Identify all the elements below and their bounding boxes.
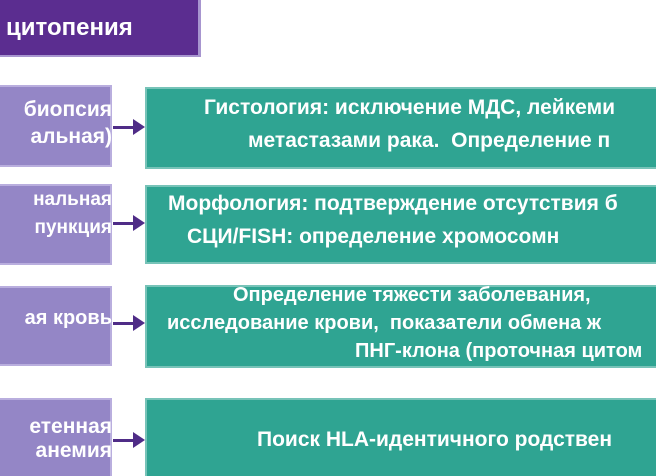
source-box-label: пункция xyxy=(34,217,112,238)
source-box-label: анемия xyxy=(35,439,112,462)
flow-arrow-icon xyxy=(113,215,145,231)
result-box-text: СЦИ/FISH: определение хромосомн xyxy=(187,225,560,248)
result-box-text: Гистология: исключение МДС, лейкеми xyxy=(204,96,616,119)
title-banner: цитопения xyxy=(0,0,201,57)
result-box-text: ПНГ-клона (проточная цитом xyxy=(355,340,643,362)
arrow-head xyxy=(133,215,145,231)
result-box-text: Морфология: подтверждение отсутствия б xyxy=(168,192,618,215)
result-box-text: метастазами рака. Определение п xyxy=(248,129,611,152)
source-box-blood xyxy=(0,286,112,366)
flow-arrow-icon xyxy=(113,315,145,331)
source-box-puncture xyxy=(0,184,112,265)
source-box-label: нальная xyxy=(33,189,112,210)
source-box-label: етенная xyxy=(29,415,112,438)
flow-arrow-icon xyxy=(113,432,145,448)
source-box-label: альная) xyxy=(30,125,112,148)
source-box-anemia xyxy=(0,398,112,476)
result-box-text: Определение тяжести заболевания, xyxy=(233,284,591,306)
arrow-head xyxy=(133,119,145,135)
arrow-shaft xyxy=(113,438,133,442)
result-box-text: Поиск HLA-идентичного родствен xyxy=(257,428,613,451)
result-box-severity xyxy=(145,285,656,368)
source-box-label: биопсия xyxy=(23,98,112,121)
result-box-morphology xyxy=(145,185,656,264)
title-banner-label: цитопения xyxy=(6,14,133,41)
arrow-shaft xyxy=(113,221,133,225)
source-box-label: ая кровь xyxy=(24,307,112,329)
arrow-head xyxy=(133,315,145,331)
flow-arrow-icon xyxy=(113,119,145,135)
arrow-head xyxy=(133,432,145,448)
arrow-shaft xyxy=(113,321,133,325)
result-box-histology xyxy=(145,87,656,169)
source-box-biopsy xyxy=(0,85,112,167)
result-box-hla-search xyxy=(145,398,656,476)
result-box-text: исследование крови, показатели обмена ж xyxy=(167,312,602,334)
arrow-shaft xyxy=(113,125,133,129)
